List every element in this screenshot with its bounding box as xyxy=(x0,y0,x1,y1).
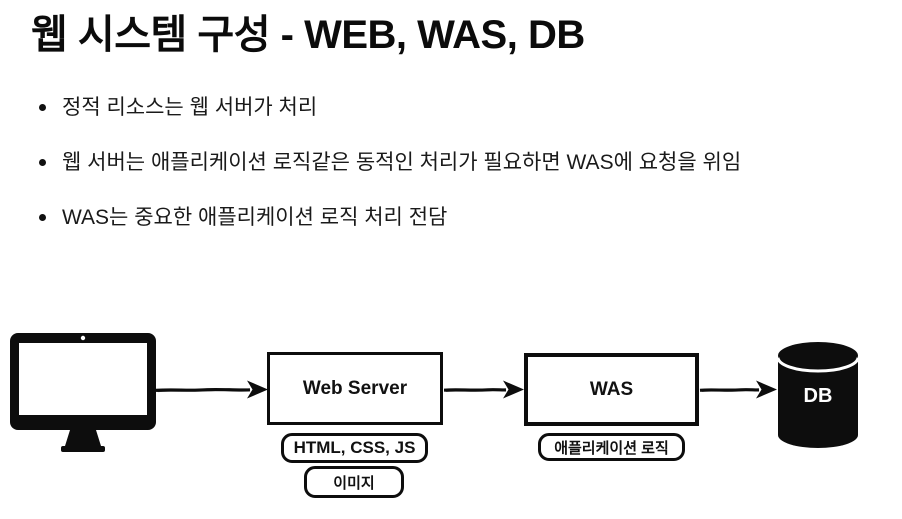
database-cylinder-icon: DB xyxy=(776,342,860,448)
node-web-server: Web Server xyxy=(267,352,443,425)
db-top-separator xyxy=(776,357,860,373)
arrow-client-to-webserver xyxy=(155,380,268,399)
arrow-shaft xyxy=(444,388,507,392)
bullet-item-static-resources: 정적 리소스는 웹 서버가 처리 xyxy=(38,96,318,119)
monitor-icon xyxy=(10,333,156,452)
node-web-server-label: Web Server xyxy=(302,377,408,399)
page-title: 웹 시스템 구성 - WEB, WAS, DB xyxy=(31,13,585,57)
arrow-shaft-texture xyxy=(701,389,759,393)
tag-image-label: 이미지 xyxy=(333,474,375,492)
db-body xyxy=(778,357,858,448)
arrow-shaft-texture xyxy=(445,389,506,392)
arrow-shaft-texture xyxy=(157,389,250,393)
arrow-shaft xyxy=(699,388,760,392)
arrow-head xyxy=(756,380,777,399)
tag-html-css-js-label: HTML, CSS, JS xyxy=(293,438,416,457)
tag-application-logic: 애플리케이션 로직 xyxy=(538,433,685,461)
db-top-ellipse xyxy=(778,342,858,369)
tag-application-logic-label: 애플리케이션 로직 xyxy=(554,439,669,457)
monitor-stand xyxy=(65,430,101,446)
bullet-item-was-core-logic: WAS는 중요한 애플리케이션 로직 처리 전담 xyxy=(38,206,448,229)
arrow-shaft xyxy=(155,387,251,392)
monitor-base xyxy=(61,446,105,452)
arrow-head xyxy=(503,380,524,399)
arrow-head xyxy=(247,380,268,399)
bullet-item-delegate-to-was: 웹 서버는 애플리케이션 로직같은 동적인 처리가 필요하면 WAS에 요청을 … xyxy=(38,151,742,174)
tag-html-css-js: HTML, CSS, JS xyxy=(281,433,428,463)
tag-image: 이미지 xyxy=(304,466,404,498)
node-was: WAS xyxy=(524,353,699,426)
arrow-webserver-to-was xyxy=(444,380,524,399)
monitor-screen xyxy=(19,343,147,415)
node-was-label: WAS xyxy=(589,378,634,400)
arrow-was-to-db xyxy=(699,380,777,399)
monitor-camera-dot xyxy=(80,335,86,341)
node-db-label: DB xyxy=(804,385,833,407)
